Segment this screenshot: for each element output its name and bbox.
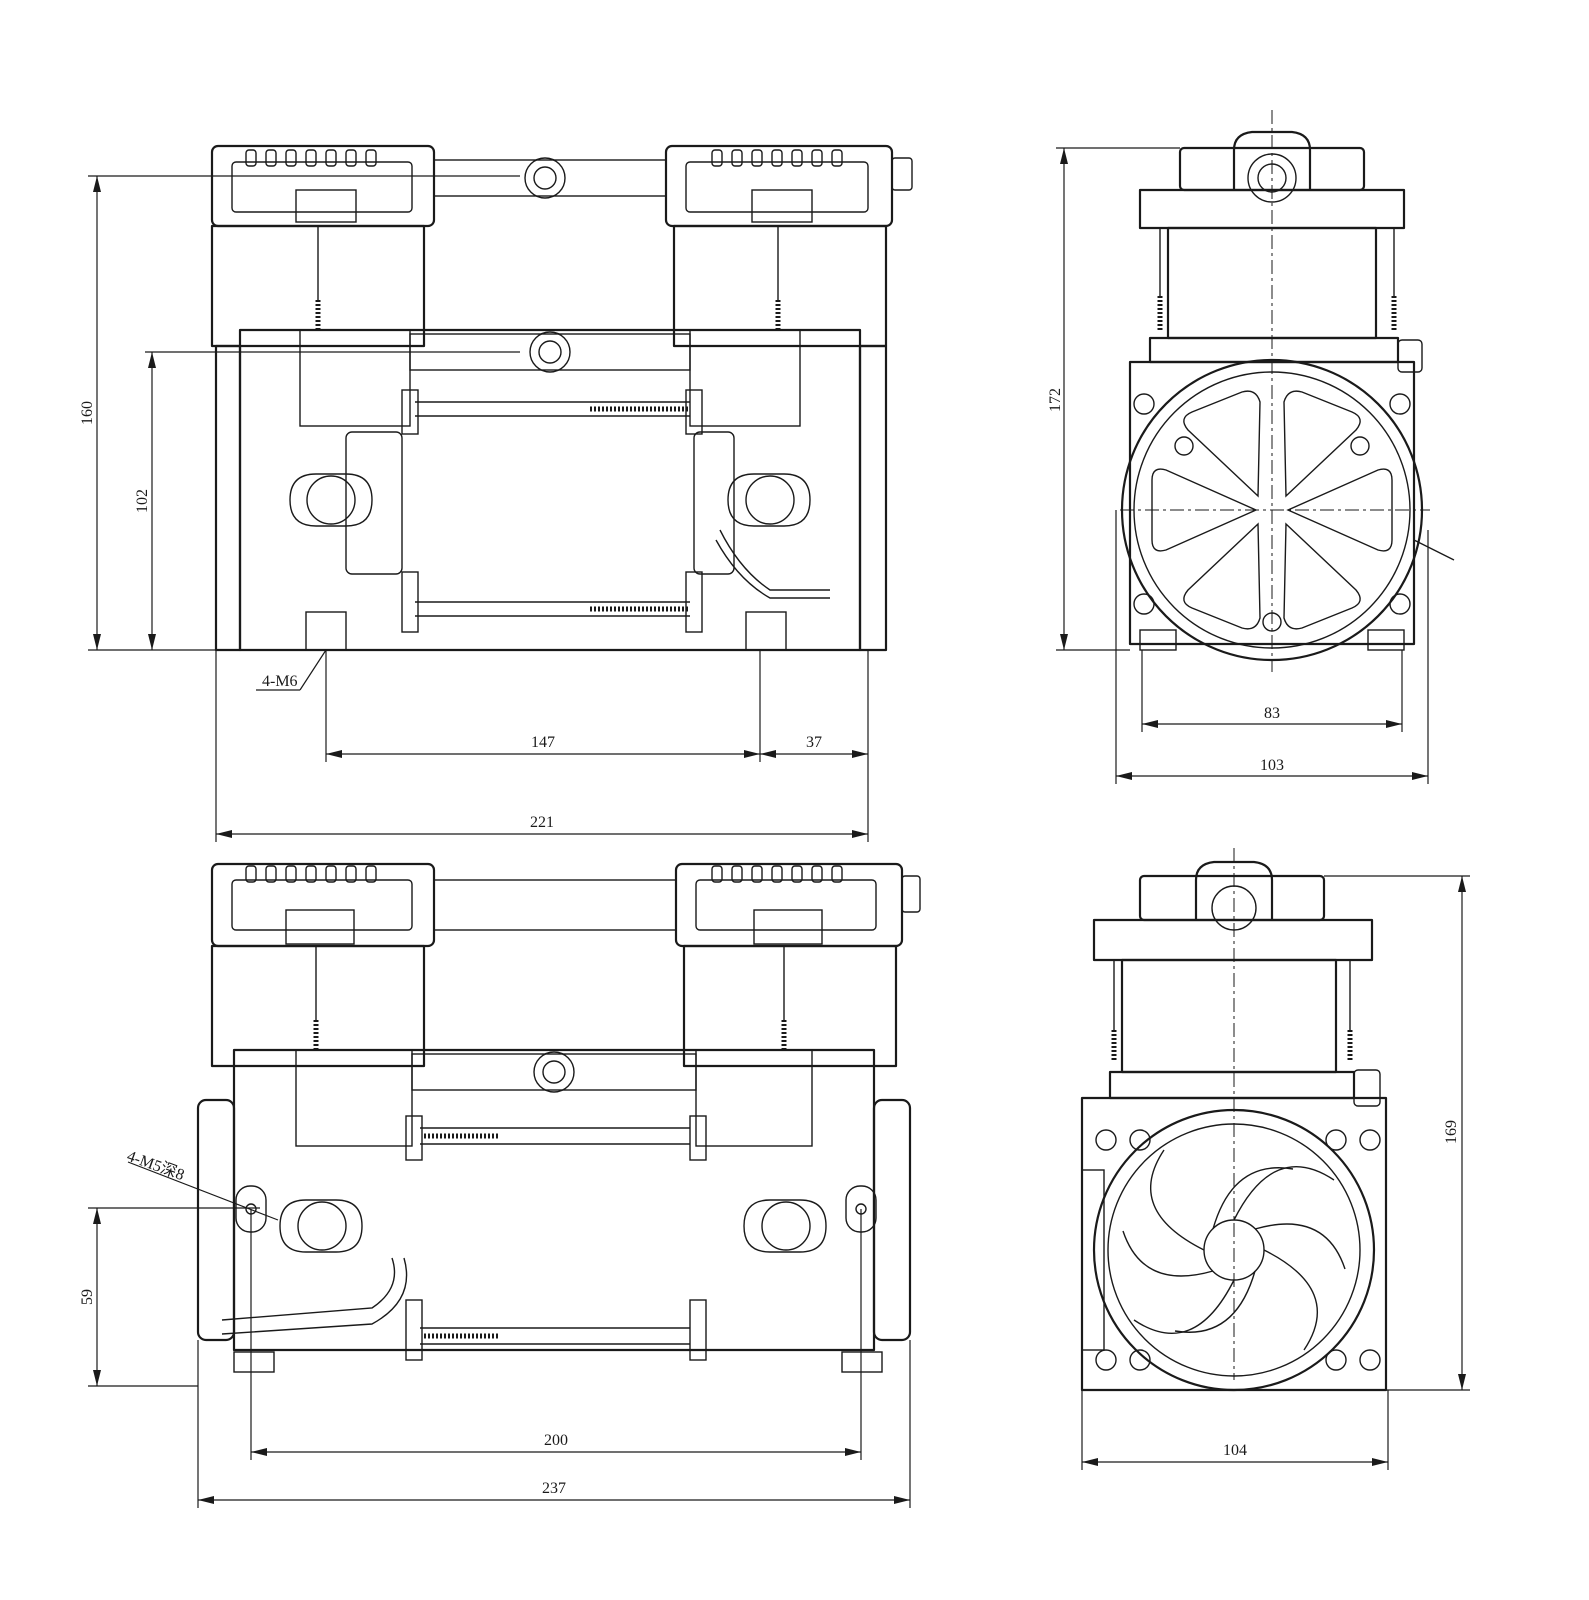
bottom-head-fins <box>245 865 843 883</box>
dim-160: 160 <box>79 401 96 425</box>
label-4-m6: 4-M6 <box>262 673 298 690</box>
front-view-dimensions: 160 102 147 37 221 4-M6 <box>79 175 869 842</box>
label-4-m5-depth-8: 4-M5深8 <box>125 1147 187 1184</box>
dim-221: 221 <box>530 814 554 831</box>
dim-104: 104 <box>1223 1442 1247 1459</box>
fan-side-screws <box>1095 1129 1381 1371</box>
side-view-bottom: 104 169 <box>1080 848 1470 1470</box>
fan-slots <box>1151 390 1393 630</box>
bottom-front-view: 59 200 237 4-M5深8 <box>79 862 921 1508</box>
dim-83: 83 <box>1264 705 1280 722</box>
head-fins <box>245 149 843 167</box>
dim-37: 37 <box>806 734 822 751</box>
dim-200: 200 <box>544 1432 568 1449</box>
dim-59: 59 <box>79 1289 96 1305</box>
dim-237: 237 <box>542 1480 566 1497</box>
side-view-top-dimensions: 172 83 103 <box>1047 147 1429 784</box>
side-view-bottom-dimensions: 104 169 <box>1081 875 1470 1470</box>
side-view-top: 172 83 103 <box>1047 110 1455 784</box>
dim-102: 102 <box>134 489 151 513</box>
fan-blades <box>1122 1149 1346 1351</box>
dim-169: 169 <box>1443 1120 1460 1144</box>
dim-147: 147 <box>531 734 555 751</box>
dim-172: 172 <box>1047 388 1064 412</box>
front-view: 160 102 147 37 221 4-M6 <box>79 144 913 842</box>
dim-103: 103 <box>1260 757 1284 774</box>
